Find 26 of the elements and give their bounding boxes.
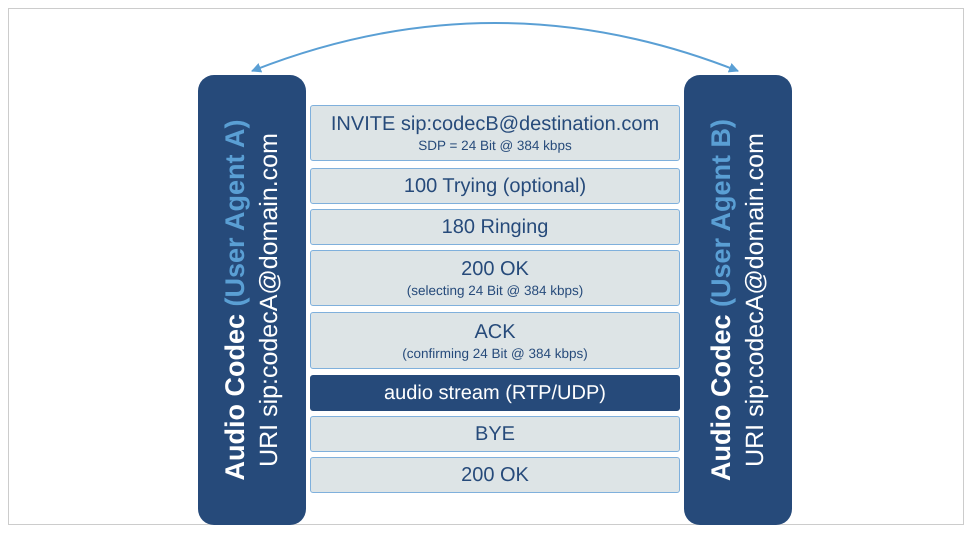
message-band <box>310 457 680 493</box>
message-text: audio stream (RTP/UDP) <box>384 382 606 404</box>
message-detail: (selecting 24 Bit @ 384 kbps) <box>406 283 584 298</box>
message-band <box>310 312 680 369</box>
uri-text: URI sip:codecA@domain.com <box>741 133 770 467</box>
message-detail: SDP = 24 Bit @ 384 kbps <box>418 138 572 153</box>
message-text: 100 Trying (optional) <box>404 174 586 198</box>
uri-text: URI sip:codecA@domain.com <box>255 133 284 467</box>
message-text: ACK <box>474 320 516 344</box>
message-band <box>310 416 680 452</box>
message-detail: (confirming 24 Bit @ 384 kbps) <box>402 346 588 360</box>
message-band <box>310 168 680 204</box>
message-text: INVITE sip:codecB@destination.com <box>330 113 660 136</box>
message-text: 180 Ringing <box>442 216 548 238</box>
message-text: 200 OK <box>461 464 529 486</box>
message-text: 200 OK <box>461 258 529 281</box>
agent-title: Audio Codec (User Agent A) <box>220 120 251 481</box>
message-text: BYE <box>474 422 516 446</box>
message-band <box>310 209 680 245</box>
user-agent-bar <box>198 75 306 525</box>
stream-band <box>310 375 680 411</box>
connection-arrow <box>251 22 739 73</box>
message-band <box>310 250 680 306</box>
user-agent-bar <box>684 75 792 525</box>
message-band <box>310 105 680 161</box>
agent-title: Audio Codec (User Agent B) <box>706 119 737 482</box>
